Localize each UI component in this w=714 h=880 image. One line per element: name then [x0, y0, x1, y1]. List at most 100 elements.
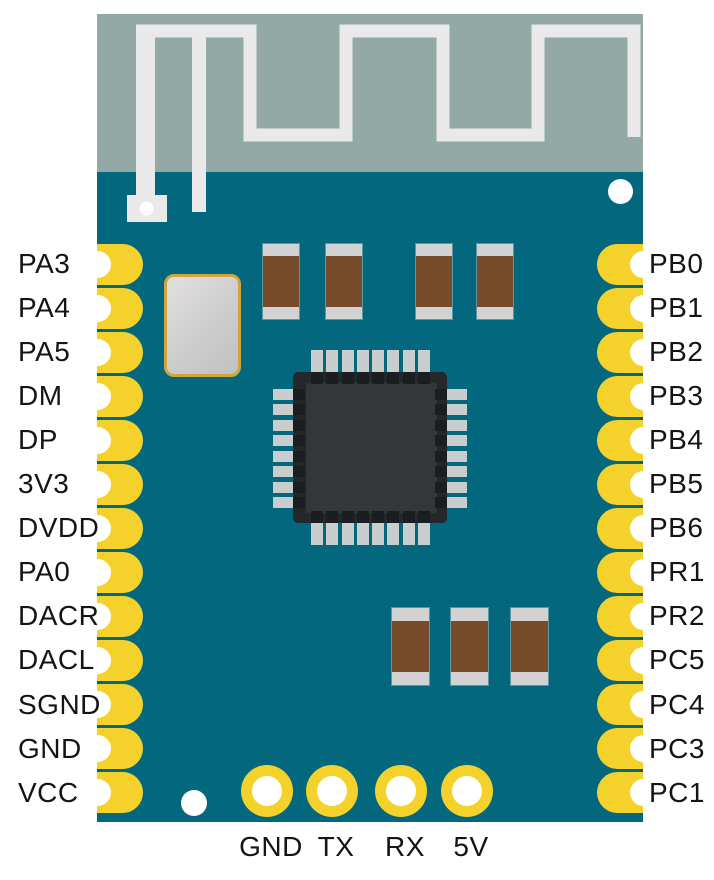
ic-pin-notch	[435, 481, 447, 493]
ic-pin-notch	[435, 466, 447, 478]
smd-body	[511, 621, 548, 672]
ic-pin-bottom	[387, 523, 400, 545]
pin-notch-PB4	[629, 426, 657, 454]
pin-label-DM: DM	[18, 380, 63, 412]
pin-label-DACR: DACR	[18, 600, 100, 632]
pin-label-PB1: PB1	[649, 292, 704, 324]
pin-label-DACL: DACL	[18, 644, 95, 676]
ic-pin-right	[447, 389, 467, 400]
ic-pin-notch	[387, 511, 400, 523]
smd-capacitor-top-1	[263, 244, 299, 319]
pin-notch-PB3	[629, 382, 657, 410]
ic-chip-die	[306, 383, 437, 513]
pin-label-SGND: SGND	[18, 688, 101, 720]
pin-label-PC3: PC3	[649, 732, 705, 764]
ic-pin-notch	[435, 435, 447, 447]
pin-notch-PR1	[629, 558, 657, 586]
smd-capacitor-top-3	[416, 244, 452, 319]
ic-pin-notch	[435, 389, 447, 400]
ic-pin-top	[417, 350, 430, 372]
ic-pin-bottom	[372, 523, 385, 545]
smd-terminal	[451, 608, 488, 621]
antenna-feed-hole	[139, 201, 154, 216]
through-hole-pad-TX	[306, 765, 358, 817]
pin-notch-PB0	[629, 250, 657, 278]
pin-notch-PB6	[629, 514, 657, 542]
bottom-pin-label-RX: RX	[385, 831, 425, 862]
pin-label-PB3: PB3	[649, 380, 704, 412]
bottom-pin-label-5V: 5V	[453, 831, 489, 862]
ic-pin-notch	[435, 404, 447, 416]
ic-pin-top	[387, 350, 400, 372]
pin-notch-DACR	[83, 602, 111, 630]
pin-notch-DM	[83, 382, 111, 410]
pin-label-VCC: VCC	[18, 776, 79, 808]
ic-pin-left	[273, 435, 293, 447]
through-hole-pad-GND	[241, 765, 293, 817]
ic-pin-right	[447, 466, 467, 478]
pin-label-PB0: PB0	[649, 248, 704, 279]
ic-pin-bottom	[311, 523, 324, 545]
smd-terminal	[477, 307, 513, 319]
ic-pin-notch	[341, 511, 354, 523]
smd-capacitor-top-4	[477, 244, 513, 319]
pin-notch-PA3	[83, 250, 111, 278]
ic-pin-notch	[402, 511, 415, 523]
ic-pin-notch	[341, 372, 354, 384]
ic-pin-notch	[356, 511, 369, 523]
ic-pin-bottom	[341, 523, 354, 545]
pin-notch-PC3	[629, 735, 657, 763]
ic-pin-notch	[372, 372, 385, 384]
ic-pin-left	[273, 466, 293, 478]
ic-pin-notch	[293, 481, 305, 493]
pin-label-PB6: PB6	[649, 512, 704, 544]
mounting-hole-top-right	[607, 178, 633, 204]
ic-pin-notch	[356, 372, 369, 384]
ic-pin-top	[356, 350, 369, 372]
ic-pin-top	[341, 350, 354, 372]
smd-body	[263, 256, 299, 307]
through-hole-pad-RX	[375, 765, 427, 817]
ic-pin-notch	[417, 511, 430, 523]
pin-label-PA5: PA5	[18, 336, 71, 368]
ic-pin-notch	[435, 497, 447, 508]
pin-label-3V3: 3V3	[18, 468, 70, 500]
smd-terminal	[477, 244, 513, 256]
smd-capacitor-bottom-2	[451, 608, 488, 685]
pin-notch-PC1	[629, 779, 657, 807]
pin-label-DVDD: DVDD	[18, 512, 100, 544]
pin-label-PC5: PC5	[649, 644, 705, 676]
pin-label-PA3: PA3	[18, 248, 71, 279]
pad-hole-5V	[452, 776, 482, 806]
ic-pin-notch	[435, 450, 447, 462]
pin-notch-PC4	[629, 691, 657, 718]
ic-pin-notch	[311, 511, 324, 523]
smd-terminal	[392, 608, 429, 621]
smd-terminal	[326, 244, 362, 256]
ic-pin-notch	[293, 450, 305, 462]
bottom-pin-label-TX: TX	[317, 831, 355, 862]
smd-capacitor-bottom-1	[392, 608, 429, 685]
smd-terminal	[326, 307, 362, 319]
ic-pin-right	[447, 450, 467, 462]
pad-hole-GND	[252, 776, 282, 806]
pin-label-GND: GND	[18, 732, 82, 764]
antenna-trace-icon	[127, 24, 641, 222]
ic-pin-notch	[311, 372, 324, 384]
ic-pin-notch	[402, 372, 415, 384]
smd-body	[451, 621, 488, 672]
pin-label-PA0: PA0	[18, 556, 71, 588]
ic-pin-top	[326, 350, 339, 372]
ic-pin-left	[273, 497, 293, 508]
ic-pin-notch	[293, 435, 305, 447]
ic-pin-right	[447, 435, 467, 447]
pin-notch-PC5	[629, 646, 657, 674]
pin-label-DP: DP	[18, 424, 58, 456]
pin-label-PA4: PA4	[18, 292, 71, 324]
pin-label-PB5: PB5	[649, 468, 704, 500]
smd-body	[326, 256, 362, 307]
ic-pin-bottom	[402, 523, 415, 545]
crystal-oscillator	[164, 274, 241, 377]
ic-pin-top	[402, 350, 415, 372]
